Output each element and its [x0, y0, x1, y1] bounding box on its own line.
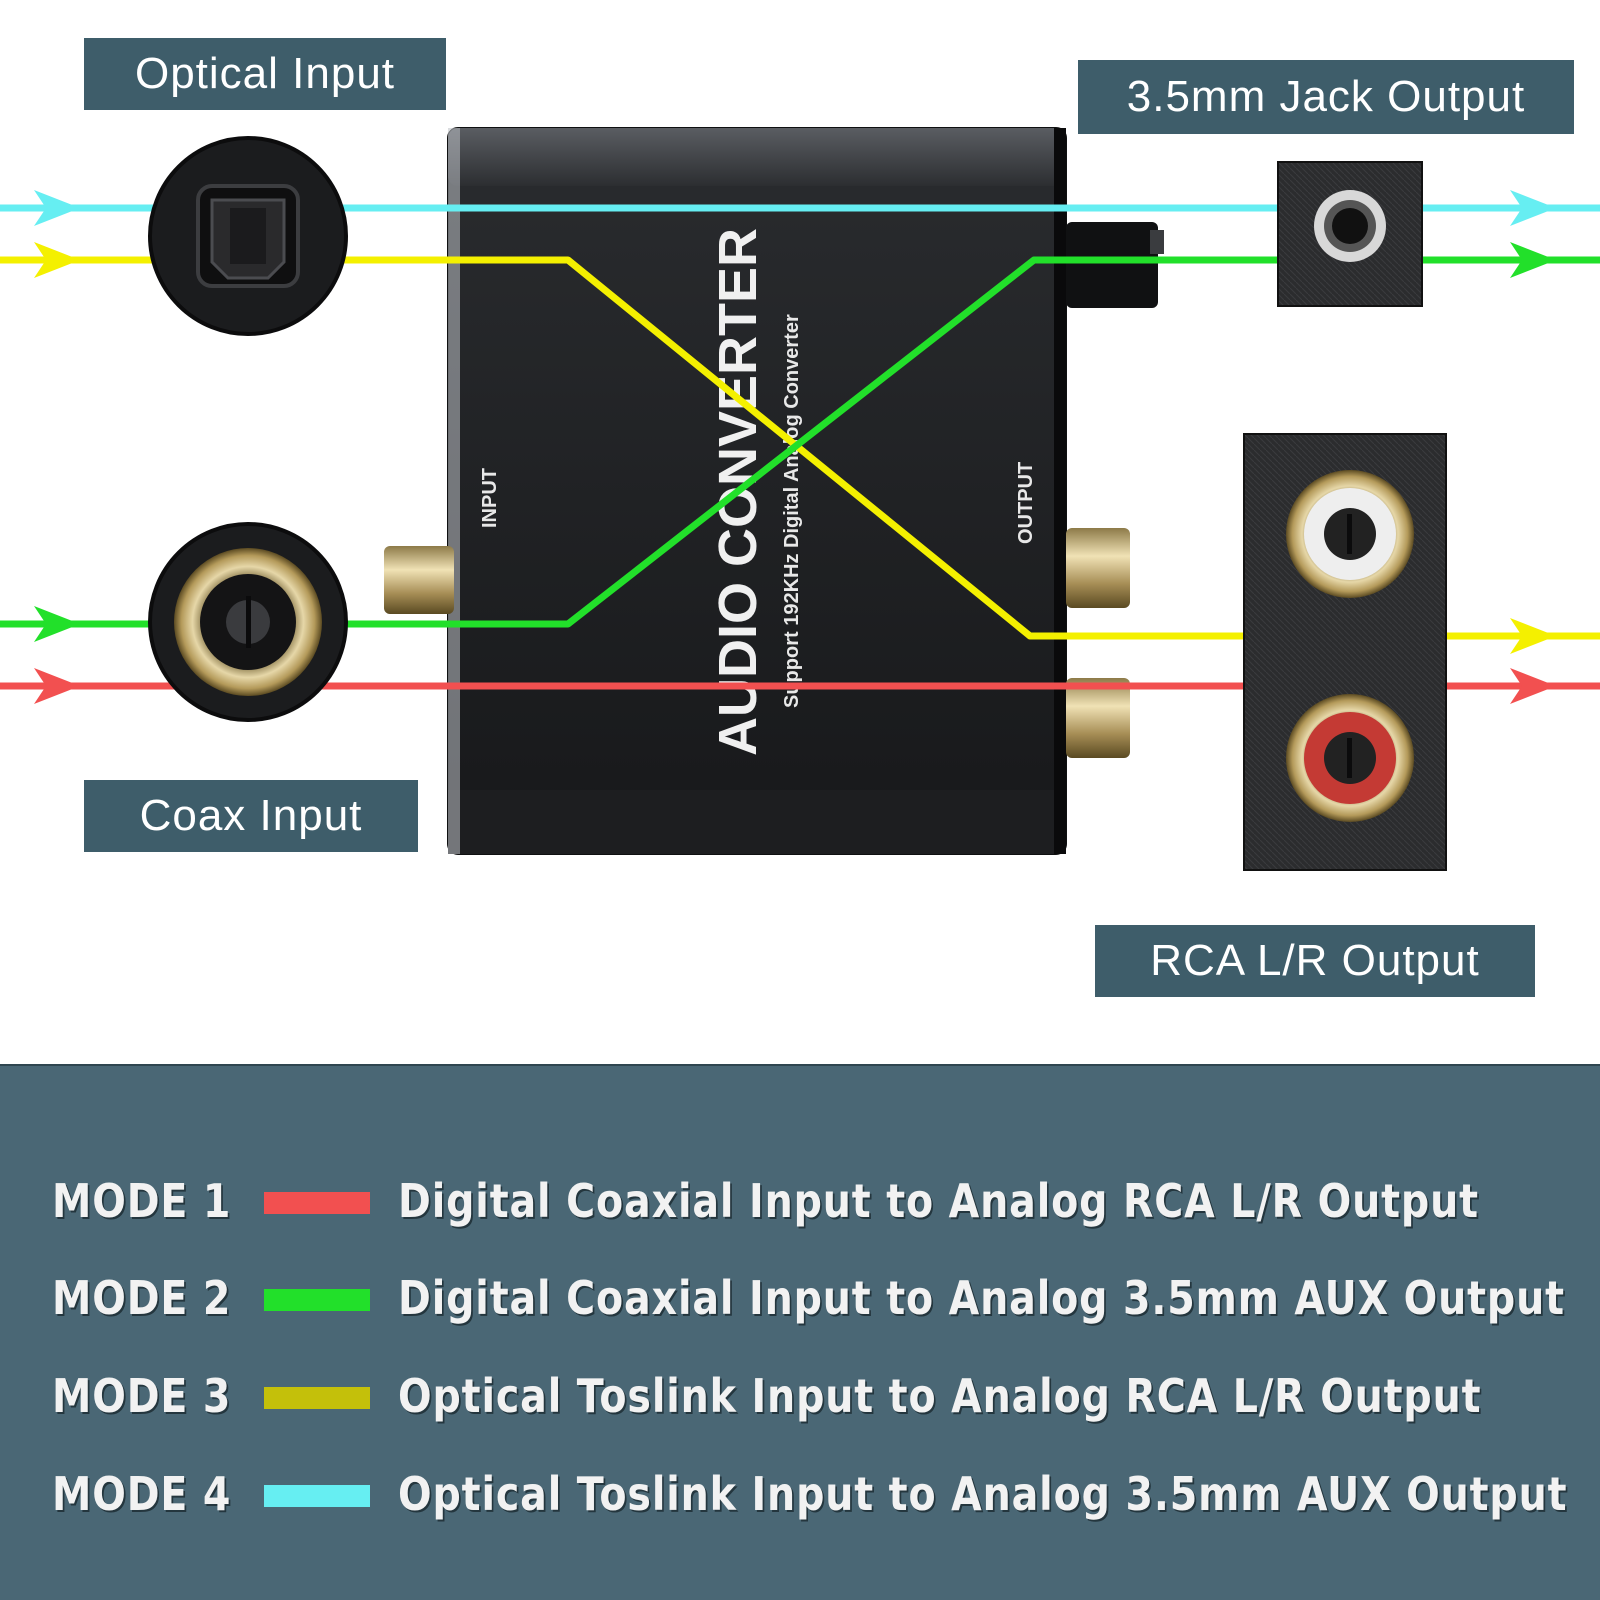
optical-input-label: Optical Input — [84, 38, 446, 110]
rca-output-panel — [1243, 433, 1447, 871]
rca-output-label: RCA L/R Output — [1095, 925, 1535, 997]
arrow-out-mode1 — [1510, 668, 1556, 704]
legend-row-mode2: MODE 2 Digital Coaxial Input to Analog 3… — [0, 1263, 1600, 1333]
legend-row-mode4: MODE 4 Optical Toslink Input to Analog 3… — [0, 1459, 1600, 1529]
device-subtitle: Support 192KHz Digital Analog Converter — [781, 314, 803, 708]
mode-label: MODE 1 — [52, 1174, 232, 1228]
arrow-in-mode1 — [34, 668, 80, 704]
device-input-label: INPUT — [479, 468, 501, 528]
converter-body — [447, 127, 1067, 855]
arrow-in-mode2 — [34, 606, 80, 642]
mode4-swatch — [264, 1485, 370, 1507]
coax-input-label: Coax Input — [84, 780, 418, 852]
mode-description: Digital Coaxial Input to Analog 3.5mm AU… — [398, 1271, 1565, 1325]
legend-row-mode3: MODE 3 Optical Toslink Input to Analog R… — [0, 1361, 1600, 1431]
volume-knob — [1066, 222, 1164, 308]
mode1-swatch — [264, 1192, 370, 1214]
jack-output-panel — [1277, 161, 1423, 307]
arrows — [34, 190, 1556, 704]
mode-label: MODE 4 — [52, 1467, 232, 1521]
mode-description: Optical Toslink Input to Analog 3.5mm AU… — [398, 1467, 1568, 1521]
device-rca-jacks — [1066, 528, 1130, 758]
coax-port — [148, 522, 348, 722]
optical-port — [148, 136, 348, 336]
arrow-out-mode4 — [1510, 190, 1556, 226]
mode-label: MODE 2 — [52, 1271, 232, 1325]
device-output-label: OUTPUT — [1015, 462, 1037, 544]
arrow-in-mode4 — [34, 190, 80, 226]
mode3-swatch — [264, 1387, 370, 1409]
arrow-out-mode2 — [1510, 242, 1556, 278]
arrow-in-mode3 — [34, 242, 80, 278]
connection-diagram: AUDIO CONVERTER Support 192KHz Digital A… — [0, 127, 1600, 871]
legend-row-mode1: MODE 1 Digital Coaxial Input to Analog R… — [0, 1166, 1600, 1236]
mode2-swatch — [264, 1289, 370, 1311]
mode-label: MODE 3 — [52, 1369, 232, 1423]
mode-legend: MODE 1 Digital Coaxial Input to Analog R… — [0, 1064, 1600, 1600]
arrow-out-mode3 — [1510, 618, 1556, 654]
device-coax-jack — [384, 546, 454, 614]
mode-description: Digital Coaxial Input to Analog RCA L/R … — [398, 1174, 1479, 1228]
mode-description: Optical Toslink Input to Analog RCA L/R … — [398, 1369, 1482, 1423]
jack-output-label: 3.5mm Jack Output — [1078, 60, 1574, 134]
